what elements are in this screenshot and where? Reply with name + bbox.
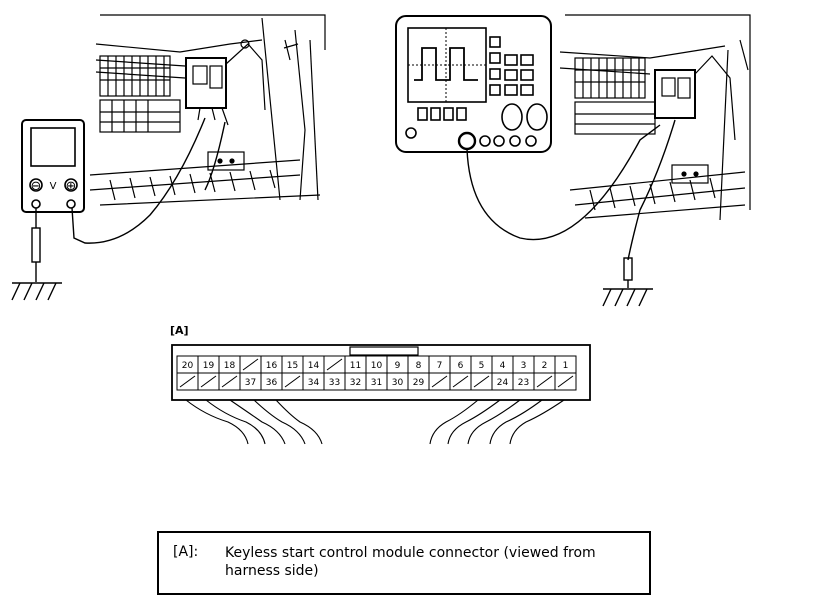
pin-number: 7	[437, 361, 443, 371]
pin-number: 31	[371, 378, 382, 388]
pin-number: 1	[563, 361, 569, 371]
pin-number: 29	[413, 378, 425, 388]
pin-number: 2	[542, 361, 548, 371]
unused-pin-slash	[473, 375, 490, 388]
pin-number: 36	[266, 378, 278, 388]
pin-number: 5	[479, 361, 485, 371]
connector-lock-tab	[349, 346, 419, 356]
right-ground-probe	[623, 257, 633, 288]
pin-number: 3	[521, 361, 527, 371]
connector-label: [A]	[170, 324, 189, 337]
pin-number: 16	[266, 361, 278, 371]
unused-pin-slash	[557, 375, 574, 388]
unused-pin-slash	[431, 375, 448, 388]
pin-number: 10	[371, 361, 383, 371]
multimeter-v-label: V	[50, 181, 57, 192]
right-dashboard-illustration	[559, 14, 751, 221]
legend-ref: [A]:	[173, 544, 199, 560]
pin-number: 15	[287, 361, 298, 371]
multimeter-plus-icon: ⊕	[66, 179, 77, 194]
pin-number: 24	[497, 378, 509, 388]
pin-number: 19	[203, 361, 215, 371]
pin-number: 8	[416, 361, 422, 371]
unused-pin-slash	[179, 375, 196, 388]
unused-pin-slash	[452, 375, 469, 388]
left-ground-probe	[31, 208, 41, 282]
pin-number: 33	[329, 378, 340, 388]
unused-pin-slash	[200, 375, 217, 388]
pin-number: 18	[224, 361, 236, 371]
pin-number: 9	[395, 361, 401, 371]
pin-number: 32	[350, 378, 361, 388]
unused-pin-slash	[284, 375, 301, 388]
pin-number: 20	[182, 361, 194, 371]
oscilloscope	[395, 15, 552, 153]
unused-pin-slash	[242, 358, 259, 371]
pin-number: 34	[308, 378, 320, 388]
connector-body	[171, 344, 591, 401]
legend-box: [A]: Keyless start control module connec…	[157, 531, 651, 595]
pin-number: 23	[518, 378, 529, 388]
right-ground-icon	[602, 288, 653, 307]
legend-description: Keyless start control module connector (…	[225, 545, 596, 579]
multimeter	[21, 119, 85, 213]
pin-number: 11	[350, 361, 361, 371]
unused-pin-slash	[326, 358, 343, 371]
pin-number: 37	[245, 378, 256, 388]
unused-pin-slash	[536, 375, 553, 388]
pin-number: 30	[392, 378, 404, 388]
multimeter-minus-icon: ⊖	[31, 179, 42, 194]
connector-pin-cell	[554, 372, 577, 391]
left-dashboard-illustration	[89, 14, 326, 206]
left-ground-icon	[11, 282, 62, 301]
pin-number: 4	[500, 361, 506, 371]
left-probe-wires	[71, 117, 226, 244]
connector-harness-wires	[185, 399, 565, 445]
unused-pin-slash	[221, 375, 238, 388]
right-probe-wires	[466, 119, 676, 261]
pin-number: 6	[458, 361, 464, 371]
pin-number: 14	[308, 361, 320, 371]
